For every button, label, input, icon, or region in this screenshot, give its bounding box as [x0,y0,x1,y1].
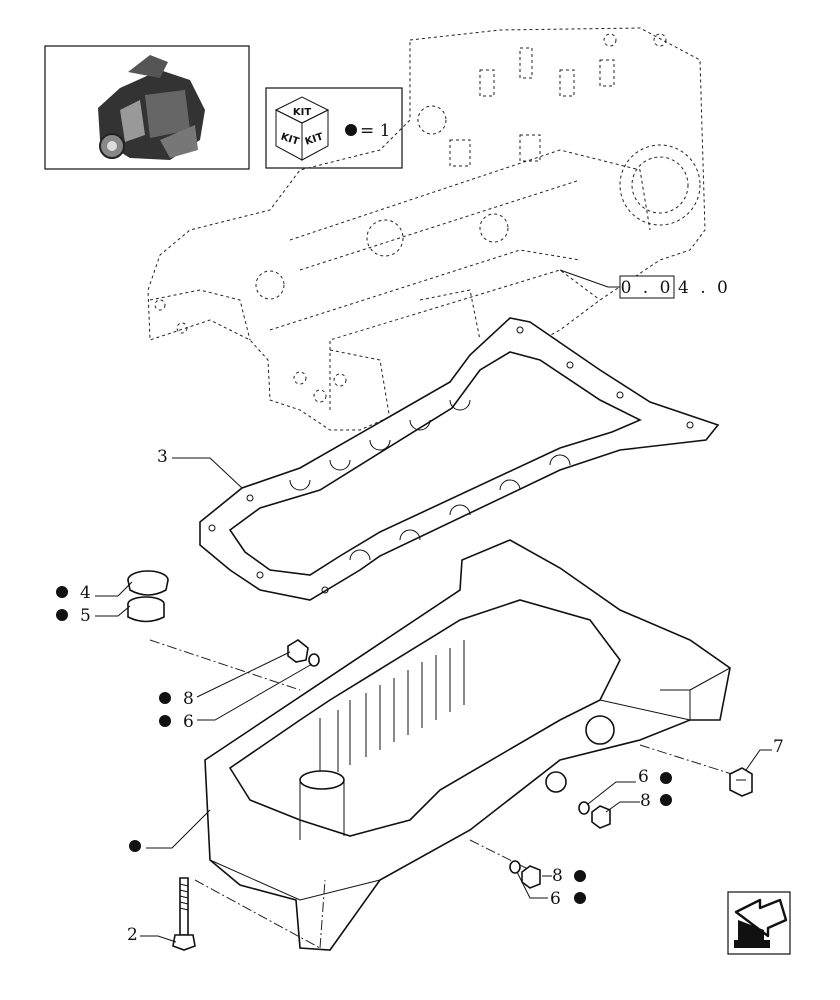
kit-legend-box: KIT KIT KIT = 1 [265,87,403,169]
oil-pan [204,539,731,951]
kit-dot-6-low [574,892,586,904]
callout-6-left: 6 [183,712,194,732]
engine-thumbnail-icon[interactable] [44,45,250,170]
plug-part-8-low [509,860,541,889]
plug-part-8-left [287,639,320,667]
callout-2: 2 [127,925,138,945]
callout-7: 7 [773,737,784,757]
callout-8-left: 8 [183,689,194,709]
kit-dot-8-low [574,870,586,882]
kit-legend-text: = 1 [360,121,390,141]
kit-dot-4 [56,586,68,598]
callout-3: 3 [157,447,168,467]
oil-pan-gasket [199,317,720,601]
kit-legend-dot [345,124,357,136]
reference-label: 0 . 0 4 . 0 [559,269,731,299]
callout-6-mid: 6 [638,767,649,787]
kit-dot-6-mid [660,772,672,784]
leader-lines [95,457,772,943]
callout-4: 4 [80,583,91,603]
plug-part-7 [729,767,753,797]
bolt-part-2 [172,877,196,951]
navigation-arrow-icon[interactable] [727,891,791,955]
plug-part-8-mid [578,801,611,829]
callout-8-low: 8 [552,866,563,886]
kit-dot-6-left [159,715,171,727]
kit-cube-icon: KIT KIT KIT [274,96,330,161]
reference-rest-text: 4 . 0 [678,278,731,298]
kit-dot-5 [56,609,68,621]
kit-dot-8-mid [660,794,672,806]
kit-top-label: KIT [293,107,311,118]
kit-right-label: KIT [304,132,325,148]
callout-6-low: 6 [550,889,561,909]
kit-dot-8-left [159,692,171,704]
callout-5: 5 [80,606,91,626]
reference-boxed-text: 0 . 0 [621,278,674,298]
kit-left-label: KIT [279,132,300,148]
engine-block-outline [147,27,706,431]
bushing-part-5 [127,596,165,623]
callout-8-mid: 8 [640,791,651,811]
kit-dot-oil-pan [129,840,141,852]
cap-part-4 [127,570,169,596]
